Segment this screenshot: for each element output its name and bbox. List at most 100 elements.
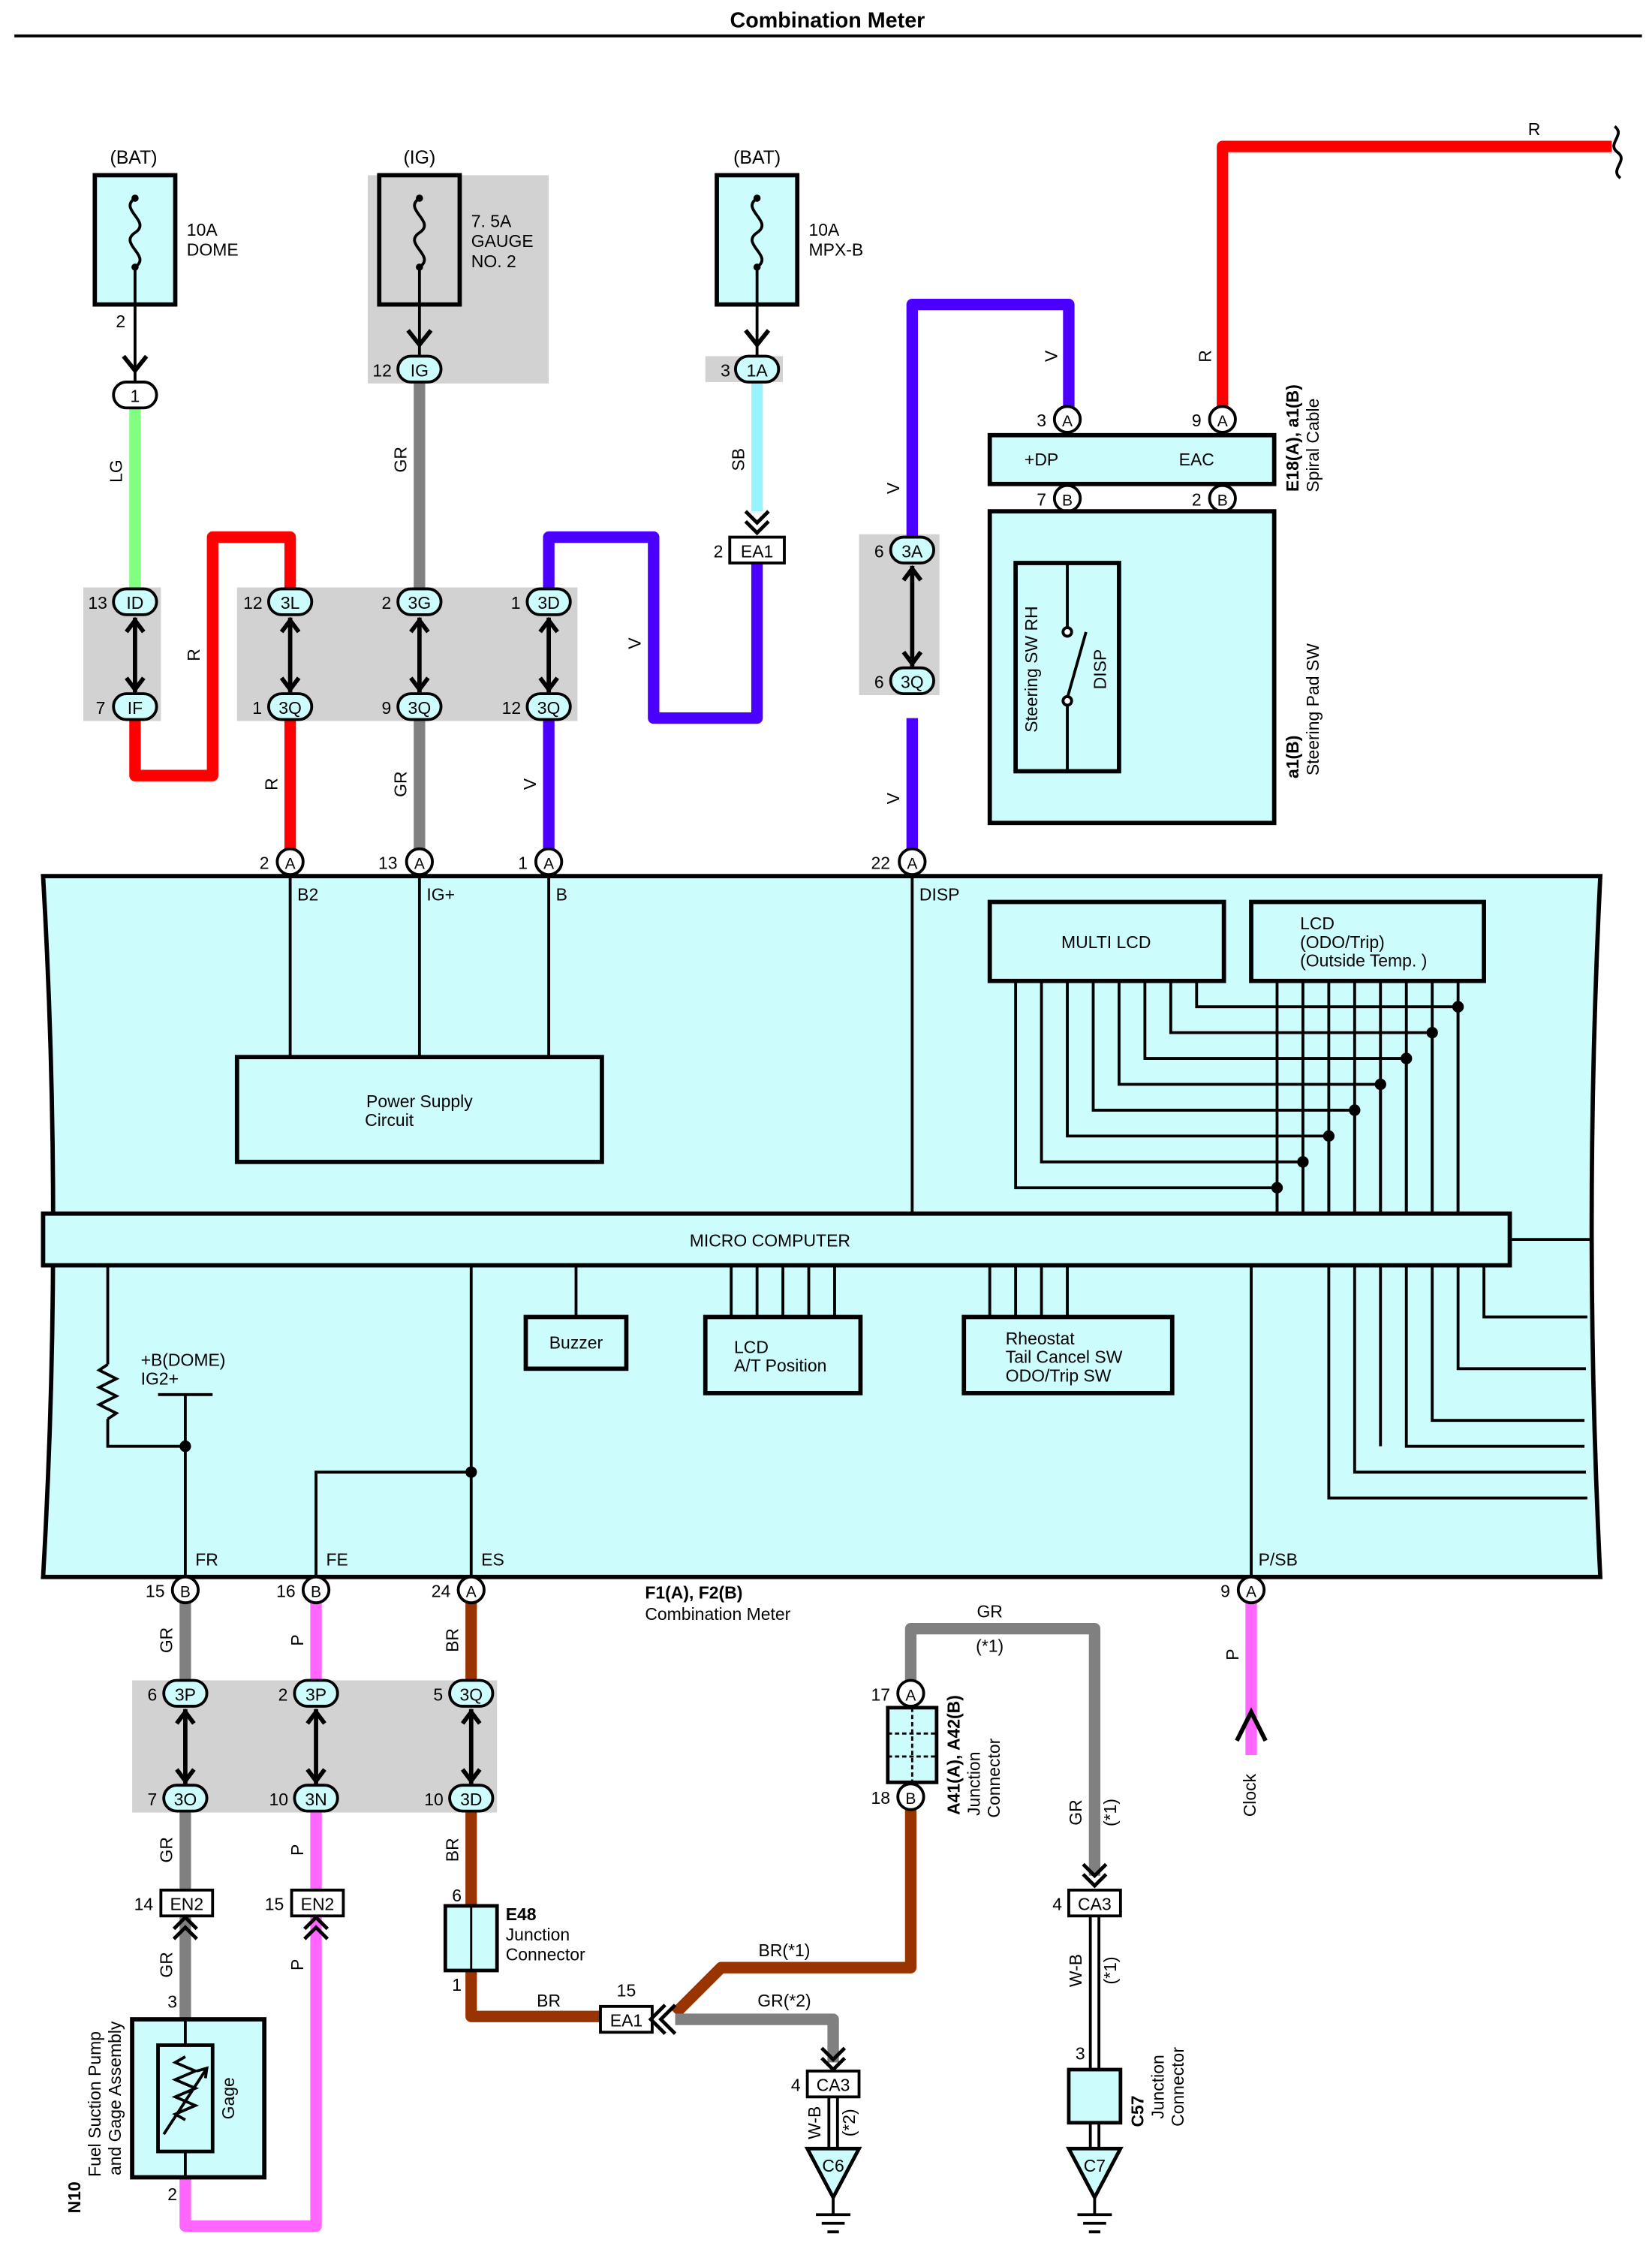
svg-text:R: R: [1195, 350, 1214, 363]
svg-text:7: 7: [1037, 489, 1046, 509]
diagram-title: Combination Meter: [730, 8, 925, 32]
svg-text:Rheostat: Rheostat: [1006, 1329, 1076, 1348]
svg-text:18: 18: [871, 1788, 890, 1808]
svg-text:Junction: Junction: [1148, 2055, 1167, 2118]
svg-text:24: 24: [432, 1582, 451, 1601]
svg-text:BR: BR: [443, 1628, 462, 1652]
svg-text:Buzzer: Buzzer: [549, 1333, 603, 1353]
svg-text:14: 14: [134, 1895, 154, 1914]
steering-pad-switch: Steering SW RH DISP a1(B) Steering Pad S…: [987, 509, 1323, 826]
svg-text:2: 2: [167, 2184, 177, 2204]
svg-text:FE: FE: [326, 1549, 348, 1569]
svg-text:B: B: [1217, 492, 1228, 509]
svg-text:EN2: EN2: [170, 1895, 203, 1914]
svg-text:Combination Meter: Combination Meter: [645, 1604, 790, 1624]
svg-text:A: A: [905, 1687, 916, 1704]
svg-text:10: 10: [269, 1790, 289, 1809]
svg-text:P: P: [287, 1844, 307, 1856]
svg-text:BR: BR: [443, 1838, 462, 1862]
svg-text:15: 15: [265, 1895, 284, 1914]
svg-text:1: 1: [131, 387, 140, 406]
svg-text:GR: GR: [157, 1837, 176, 1862]
svg-text:1A: 1A: [747, 360, 769, 380]
e48-junction-connector: 6 1 E48 Junction Connector: [443, 1886, 585, 1995]
svg-text:BR(*1): BR(*1): [759, 1940, 811, 1960]
svg-text:+DP: +DP: [1025, 450, 1058, 469]
svg-text:A: A: [466, 1584, 477, 1601]
svg-text:IG+: IG+: [426, 885, 455, 905]
wires: [129, 140, 1612, 2232]
svg-text:R: R: [261, 778, 281, 790]
svg-text:LG: LG: [107, 459, 126, 483]
svg-text:Power Supply: Power Supply: [366, 1091, 473, 1111]
svg-text:15: 15: [146, 1582, 165, 1601]
svg-text:A: A: [1246, 1584, 1256, 1601]
svg-text:3Q: 3Q: [278, 698, 302, 718]
svg-text:EAC: EAC: [1179, 450, 1214, 469]
svg-text:3Q: 3Q: [408, 698, 432, 718]
svg-text:V: V: [625, 637, 645, 649]
svg-text:IG2+: IG2+: [141, 1368, 179, 1388]
svg-text:6: 6: [874, 672, 884, 691]
svg-text:7. 5A: 7. 5A: [471, 211, 512, 230]
svg-text:DISP: DISP: [919, 885, 960, 905]
spiral-cable: +DP EAC A 3 A 9 B 7 B 2 E18(A), a1(B) Sp…: [987, 384, 1323, 513]
svg-text:GR: GR: [1066, 1799, 1085, 1825]
c57-junction-connector: 3 C57 Junction Connector: [1067, 2044, 1187, 2127]
svg-text:1: 1: [252, 698, 262, 718]
svg-text:A: A: [907, 856, 917, 873]
svg-text:(*1): (*1): [1100, 1957, 1120, 1985]
svg-text:GAUGE: GAUGE: [471, 231, 534, 251]
svg-text:MICRO COMPUTER: MICRO COMPUTER: [690, 1231, 850, 1251]
svg-text:LCD: LCD: [1300, 914, 1335, 933]
svg-text:2: 2: [260, 854, 269, 873]
svg-text:P/SB: P/SB: [1259, 1549, 1298, 1569]
svg-text:(*2): (*2): [839, 2109, 859, 2136]
svg-text:V: V: [520, 778, 540, 790]
svg-text:Junction: Junction: [964, 1752, 983, 1816]
svg-text:A: A: [1217, 413, 1228, 430]
svg-text:+B(DOME): +B(DOME): [141, 1350, 226, 1370]
svg-text:C7: C7: [1084, 2156, 1106, 2175]
svg-text:IF: IF: [128, 698, 143, 718]
svg-text:A41(A), A42(B): A41(A), A42(B): [943, 1695, 963, 1815]
svg-text:ID: ID: [126, 593, 143, 613]
svg-text:(*1): (*1): [1100, 1799, 1120, 1826]
svg-text:V: V: [883, 482, 903, 494]
svg-text:3P: 3P: [305, 1684, 326, 1704]
ground-c6: C6: [804, 2146, 862, 2234]
svg-text:13: 13: [88, 593, 107, 613]
combination-meter: A 2 B2 A 13 IG+ A 1 B A 22 DISP Power Su…: [41, 847, 1603, 1624]
a41-junction-connector: A 17 B 18 A41(A), A42(B) Junction Connec…: [871, 1678, 1004, 1818]
svg-text:W-B: W-B: [1066, 1954, 1085, 1987]
svg-text:9: 9: [1192, 411, 1202, 430]
svg-text:W-B: W-B: [805, 2106, 824, 2139]
fuse-mpx-b: (BAT) 10A MPX-B: [715, 147, 864, 307]
svg-text:3Q: 3Q: [537, 698, 561, 718]
svg-text:4: 4: [1052, 1895, 1062, 1914]
svg-text:BR: BR: [537, 1991, 561, 2010]
svg-text:Connector: Connector: [506, 1945, 585, 1964]
svg-text:Steering SW RH: Steering SW RH: [1022, 606, 1041, 732]
svg-text:EA1: EA1: [610, 2011, 642, 2031]
svg-text:GR: GR: [391, 447, 411, 472]
svg-text:3N: 3N: [305, 1790, 326, 1809]
svg-text:Gage: Gage: [218, 2077, 238, 2119]
svg-text:6: 6: [452, 1886, 462, 1905]
meter-bottom-pins: FR B 15 FE B 16 ES A 24 P/SB A 9: [146, 1549, 1298, 1605]
fuel-gage-assembly: Gage 3 2 N10 Fuel Suction Pump and Gage …: [65, 1992, 267, 2213]
svg-text:E48: E48: [506, 1904, 537, 1924]
svg-text:DISP: DISP: [1091, 649, 1110, 690]
svg-text:FR: FR: [195, 1549, 218, 1569]
svg-text:GR(*2): GR(*2): [757, 1991, 811, 2010]
svg-text:15: 15: [617, 1980, 636, 2000]
svg-text:22: 22: [871, 854, 890, 873]
svg-text:EA1: EA1: [741, 541, 773, 561]
svg-text:ES: ES: [481, 1549, 504, 1569]
svg-text:CA3: CA3: [817, 2076, 850, 2095]
svg-text:A: A: [414, 856, 425, 873]
wire-break-symbol: [1612, 125, 1623, 179]
svg-text:MPX-B: MPX-B: [809, 240, 864, 260]
svg-text:2: 2: [278, 1684, 288, 1704]
